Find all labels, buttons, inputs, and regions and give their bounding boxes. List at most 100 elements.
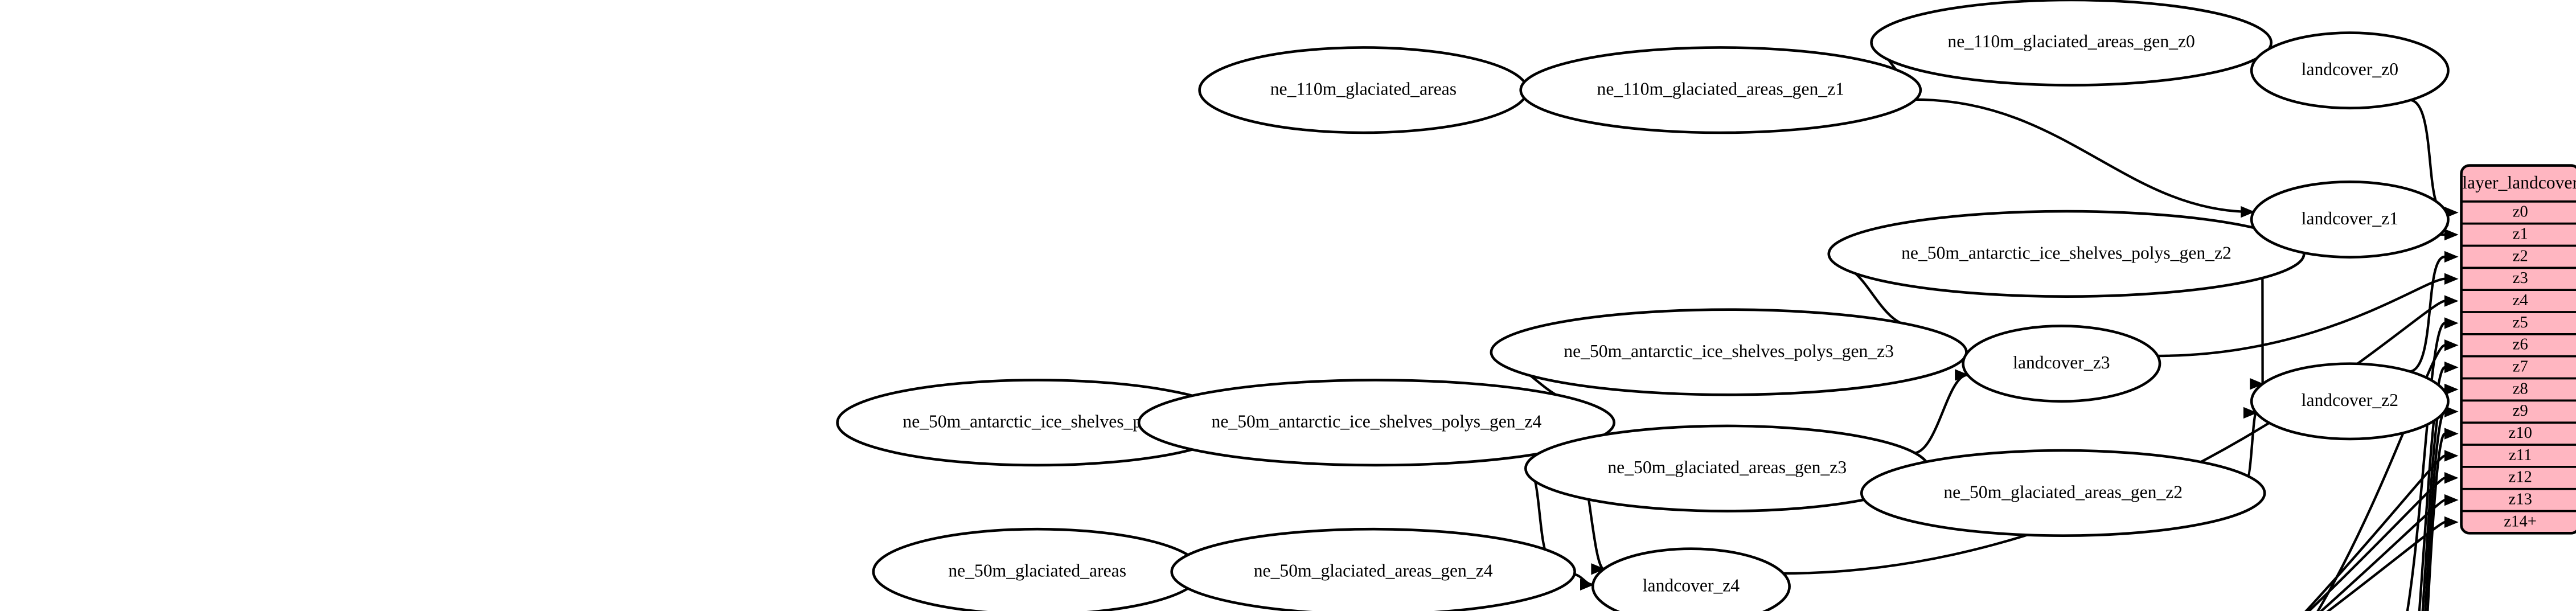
node-ellipse — [1962, 325, 2161, 403]
graph-node-ne_50m_antarctic_ice_shelves_polys[interactable]: ne_50m_antarctic_ice_shelves_polys — [836, 379, 1239, 467]
record-row-z2[interactable]: z2 — [2513, 247, 2528, 265]
edge-arrowhead — [2444, 383, 2459, 396]
node-label: ne_110m_glaciated_areas — [1270, 79, 1457, 99]
graph-node-landcover_z1[interactable]: landcover_z1 — [2250, 181, 2450, 259]
edge-arrowhead — [2243, 407, 2258, 419]
node-label: ne_50m_glaciated_areas_gen_z2 — [1943, 482, 2183, 502]
node-ellipse — [1170, 527, 1576, 611]
node-ellipse — [1860, 449, 2266, 537]
edge-path — [2307, 477, 2446, 611]
graph-node-landcover_z0[interactable]: landcover_z0 — [2250, 31, 2450, 110]
record-row-z11[interactable]: z11 — [2509, 446, 2532, 464]
record-row-z4[interactable]: z4 — [2513, 291, 2528, 309]
graph-edge-ne_50m_glaciated_areas_gen_z4--to--landcover_z4 — [1572, 573, 1594, 591]
record-node-layer: layer_landcoverz0z1z2z3z4z5z6z7z8z9z10z1… — [2460, 164, 2576, 535]
graph-edge-landcover_z4--to--layer_landcover_z4 — [1782, 295, 2459, 575]
graph-edge-ne_110m_glaciated_areas_gen_z1--to--landcover_z1 — [1913, 98, 2255, 218]
node-label: ne_50m_glaciated_areas_gen_z3 — [1607, 457, 1847, 477]
edge-arrowhead — [2444, 251, 2459, 263]
record-row-z7[interactable]: z7 — [2513, 358, 2528, 376]
node-label: ne_50m_antarctic_ice_shelves_polys_gen_z… — [1564, 341, 1894, 361]
graph-node-landcover_z3[interactable]: landcover_z3 — [1962, 325, 2161, 403]
graph-node-ne_50m_antarctic_ice_shelves_polys_gen_z4[interactable]: ne_50m_antarctic_ice_shelves_polys_gen_z… — [1137, 379, 1615, 467]
node-ellipse — [2250, 181, 2450, 259]
record-row-z0[interactable]: z0 — [2513, 203, 2528, 221]
record-row-z6[interactable]: z6 — [2513, 335, 2528, 354]
edge-path — [2156, 277, 2445, 358]
node-label: landcover_z2 — [2302, 390, 2398, 410]
node-label: ne_50m_antarctic_ice_shelves_polys — [903, 412, 1172, 432]
edge-path — [1913, 374, 1968, 455]
node-ellipse — [1137, 379, 1615, 467]
nodes-layer: imposm3osm_landcover_polygonsimplify_vw_… — [836, 0, 2450, 611]
graph-node-ne_50m_antarctic_ice_shelves_polys_gen_z3[interactable]: ne_50m_antarctic_ice_shelves_polys_gen_z… — [1490, 308, 1968, 396]
edge-arrowhead — [2444, 494, 2459, 506]
graph-node-ne_110m_glaciated_areas[interactable]: ne_110m_glaciated_areas — [1198, 46, 1529, 134]
record-row-z12[interactable]: z12 — [2508, 468, 2532, 486]
record-row-z8[interactable]: z8 — [2513, 379, 2528, 397]
record-row-z5[interactable]: z5 — [2513, 313, 2528, 331]
edge-path — [1913, 98, 2254, 214]
record-row-z10[interactable]: z10 — [2508, 424, 2532, 442]
graph-node-ne_50m_glaciated_areas_gen_z4[interactable]: ne_50m_glaciated_areas_gen_z4 — [1170, 527, 1576, 611]
graph-edge-osm_landcover_gen_z12--to--layer_landcover_z12 — [2307, 472, 2459, 611]
graph-edge-osm_landcover_gen_z8--to--layer_landcover_z8 — [2421, 383, 2459, 611]
edge-path — [2319, 498, 2446, 611]
graph-node-landcover_z2[interactable]: landcover_z2 — [2250, 362, 2450, 441]
edge-path — [2326, 520, 2446, 611]
edge-path — [2424, 410, 2446, 611]
edge-arrowhead — [1955, 369, 1969, 381]
edge-arrowhead — [2444, 273, 2459, 285]
node-ellipse — [1519, 46, 1922, 134]
record-row-z3[interactable]: z3 — [2513, 269, 2528, 287]
edge-arrowhead — [2241, 206, 2255, 218]
edge-arrowhead — [2444, 450, 2459, 462]
edge-arrowhead — [2444, 295, 2459, 307]
edge-arrowhead — [2250, 378, 2264, 390]
graph-edge-landcover_z6--to--layer_landcover_z6 — [2316, 339, 2459, 611]
graph-edge-landcover_z2--to--layer_landcover_z2 — [2408, 251, 2459, 373]
graph-edge-osm_landcover_gen_z10--to--layer_landcover_z10 — [2426, 428, 2459, 611]
graph-edge-landcover_z5--to--layer_landcover_z5 — [2406, 317, 2459, 611]
node-label: landcover_z3 — [2013, 352, 2110, 372]
edge-arrowhead — [2444, 428, 2459, 440]
node-ellipse — [1591, 547, 1791, 611]
edge-path — [2421, 388, 2446, 611]
graph-edge-ne_50m_antarctic_ice_shelves_polys_gen_z2--to--landcover_z2 — [2250, 276, 2264, 390]
edge-arrowhead — [2444, 516, 2459, 528]
edge-arrowhead — [2444, 317, 2459, 329]
node-label: ne_50m_glaciated_areas — [948, 560, 1126, 580]
graph-node-landcover_z4[interactable]: landcover_z4 — [1591, 547, 1791, 611]
edge-arrowhead — [1591, 563, 1606, 575]
edge-path — [2316, 344, 2446, 611]
node-label: landcover_z0 — [2302, 59, 2398, 79]
graph-node-ne_50m_glaciated_areas[interactable]: ne_50m_glaciated_areas — [872, 527, 1203, 611]
edge-path — [2246, 411, 2258, 478]
node-label: ne_50m_antarctic_ice_shelves_polys_gen_z… — [1212, 412, 1542, 432]
node-label: ne_50m_glaciated_areas_gen_z4 — [1254, 560, 1493, 580]
graph-node-ne_110m_glaciated_areas_gen_z0[interactable]: ne_110m_glaciated_areas_gen_z0 — [1870, 0, 2273, 87]
edge-path — [2408, 255, 2446, 373]
graph-edge-osm_landcover_gen_z13--to--layer_landcover_z13 — [2319, 494, 2459, 611]
edge-path — [2304, 454, 2446, 611]
node-label: landcover_z4 — [1643, 575, 1740, 595]
edge-arrowhead — [1580, 579, 1594, 591]
graph-node-ne_50m_antarctic_ice_shelves_polys_gen_z2[interactable]: ne_50m_antarctic_ice_shelves_polys_gen_z… — [1827, 210, 2306, 298]
record-row-z1[interactable]: z1 — [2513, 225, 2528, 243]
edge-arrowhead — [2444, 228, 2459, 241]
graph-edge-landcover_z3--to--layer_landcover_z3 — [2156, 273, 2459, 358]
graph-edge-ne_50m_glaciated_areas_gen_z2--to--landcover_z2 — [2243, 407, 2258, 478]
node-label: ne_110m_glaciated_areas_gen_z1 — [1597, 79, 1844, 99]
node-label: ne_50m_antarctic_ice_shelves_polys_gen_z… — [1901, 243, 2232, 263]
node-ellipse — [1870, 0, 2273, 87]
record-row-z13[interactable]: z13 — [2508, 490, 2532, 509]
graph-node-ne_110m_glaciated_areas_gen_z1[interactable]: ne_110m_glaciated_areas_gen_z1 — [1519, 46, 1922, 134]
record-node-layer-landcover[interactable]: layer_landcoverz0z1z2z3z4z5z6z7z8z9z10z1… — [2460, 164, 2576, 535]
record-row-z14plus[interactable]: z14+ — [2504, 512, 2537, 530]
record-node-box — [2460, 164, 2576, 535]
record-row-z9[interactable]: z9 — [2513, 401, 2528, 420]
node-ellipse — [2250, 31, 2450, 110]
graph-node-ne_50m_glaciated_areas_gen_z2[interactable]: ne_50m_glaciated_areas_gen_z2 — [1860, 449, 2266, 537]
